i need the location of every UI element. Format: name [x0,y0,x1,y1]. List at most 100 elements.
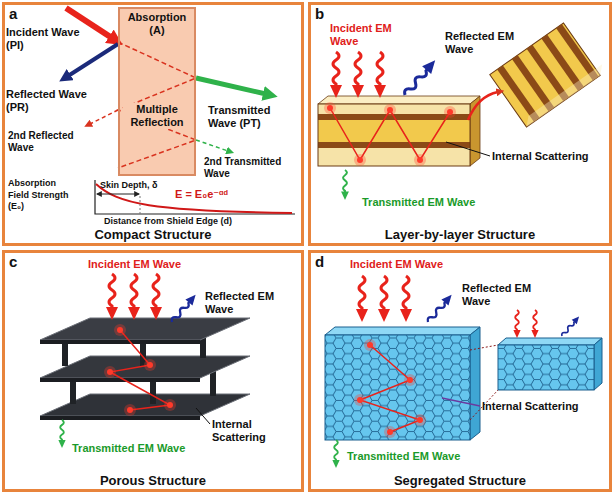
segregated-structure-art-part [559,314,581,338]
panel-caption: Segregated Structure [311,473,609,488]
segregated-structure-art-part [424,292,455,325]
layered-structure-art-part [446,142,490,156]
porous-structure-art-part-part [164,399,176,411]
callout-label: Transmitted Wave (PT) [208,104,300,130]
slab-note: Multiple Reflection [123,103,191,129]
segregated-structure-art-part [356,276,368,322]
callout-label: 2nd Reflected Wave [8,130,88,154]
porous-structure-art-part [40,340,200,344]
panel-letter: b [315,5,324,23]
layered-structure-art-part-part [522,64,607,127]
segregated-structure-art-part-part [367,342,373,348]
layered-structure-art-part-part [354,154,366,166]
callout-label: Incident Wave (PI) [6,26,96,52]
segregated-structure-art-part [378,276,390,322]
layered-structure-art-part [324,102,456,166]
segregated-structure-art-part-part [404,374,416,386]
compact-structure-art-part [118,7,196,176]
segregated-structure-art-part [325,335,470,440]
porous-structure-art-part-part [114,324,126,336]
callout-label: Transmitted EM Wave [72,442,212,455]
compact-structure-art-part [97,194,139,195]
porous-structure-art-part [58,420,65,448]
porous-structure-art-part [150,274,162,320]
porous-structure-art-part [106,274,118,320]
porous-structure-art-part-part [124,404,136,416]
porous-structure-art-part [168,292,199,325]
segregated-structure-art-part-part [364,339,376,351]
segregated-structure-art-part [498,345,594,390]
layered-structure-art-part-part [417,157,423,163]
segregated-structure-art-part [400,276,412,322]
layered-structure-art-part-part [384,104,396,116]
layered-structure-art-part-part [357,157,363,163]
layered-structure-art-part [341,170,349,200]
porous-structure-art-part [150,382,156,404]
segregated-structure-art-part [498,345,594,390]
callout-label: Absorption [8,178,88,189]
callout-label: Incident EM Wave [330,22,392,48]
segregated-structure-art-part-part [407,377,413,383]
callout-label: Reflected EM Wave [205,290,300,316]
porous-structure-art-part-part [144,359,156,371]
layered-structure-art-part-part [387,107,393,113]
panel-caption: Compact Structure [5,227,301,242]
porous-structure-art-part [128,274,140,320]
callout-label: Internal Scattering [212,418,298,444]
porous-structure-art-part [40,318,250,340]
porous-structure-art-part-part [104,366,116,378]
callout-label: Reflected EM Wave [462,282,562,308]
layered-structure-art-part-part [327,105,333,111]
compact-structure-art-part [95,180,295,214]
callout-label: Transmitted EM Wave [347,450,487,463]
segregated-structure-art-part-part [354,394,366,406]
panel-letter: c [9,253,17,271]
layered-structure-art-part [352,52,364,98]
segregated-structure-art [325,276,602,468]
callout-label: Incident EM Wave [88,258,218,271]
callout-label: Skin Depth, δ [100,180,170,191]
slab-heading: Absorption (A) [122,11,192,37]
callout-label: Transmitted EM Wave [362,196,502,209]
layered-structure-art-part [318,104,470,166]
layered-structure-art [318,18,607,200]
layered-structure-art-part [330,52,342,98]
callout-label: E = E₀e⁻ᵅᵈ [175,188,275,201]
callout-label: 2nd Transmitted Wave [204,156,300,180]
segregated-structure-art-part [531,310,538,338]
panel-caption: Porous Structure [5,473,301,488]
layered-structure-art-part-part [324,102,336,114]
layered-structure-art-part-part [444,106,456,118]
porous-structure-art-part-part [167,402,173,408]
compact-structure-art-part [68,44,118,76]
panel-letter: a [9,5,17,23]
figure-panel: cPorous Structure [2,250,304,492]
layered-structure-art-part [374,52,386,98]
callout-label: Reflected Wave (PR) [6,88,96,114]
segregated-structure-art-part [470,327,480,440]
compact-structure-art-part [196,140,228,151]
compact-structure-art-part [196,78,266,94]
layered-structure-art-part [400,56,439,99]
porous-structure-art-part [104,324,176,416]
segregated-structure-art-part-part [417,417,423,423]
porous-structure-art-part [110,330,170,410]
callout-label: Incident EM Wave [350,258,480,271]
porous-structure-art-part [70,382,76,404]
layered-structure-art-part [318,96,480,104]
compact-structure-art-part [140,196,141,214]
porous-structure-art-part-part [147,362,153,368]
segregated-structure-art-part [360,345,420,432]
porous-structure-art-part [40,378,200,382]
layered-structure-art-part-part [414,154,426,166]
callout-label: Field Strength (E₀) [8,190,78,212]
segregated-structure-art-part [325,327,480,335]
segregated-structure-art-part-part [414,414,426,426]
porous-structure-art-part [62,344,68,366]
compact-structure-art-part [90,110,118,124]
callout-label: Internal Scattering [482,400,602,413]
segregated-structure-art-part [513,310,520,338]
porous-structure-art-part-part [107,369,113,375]
